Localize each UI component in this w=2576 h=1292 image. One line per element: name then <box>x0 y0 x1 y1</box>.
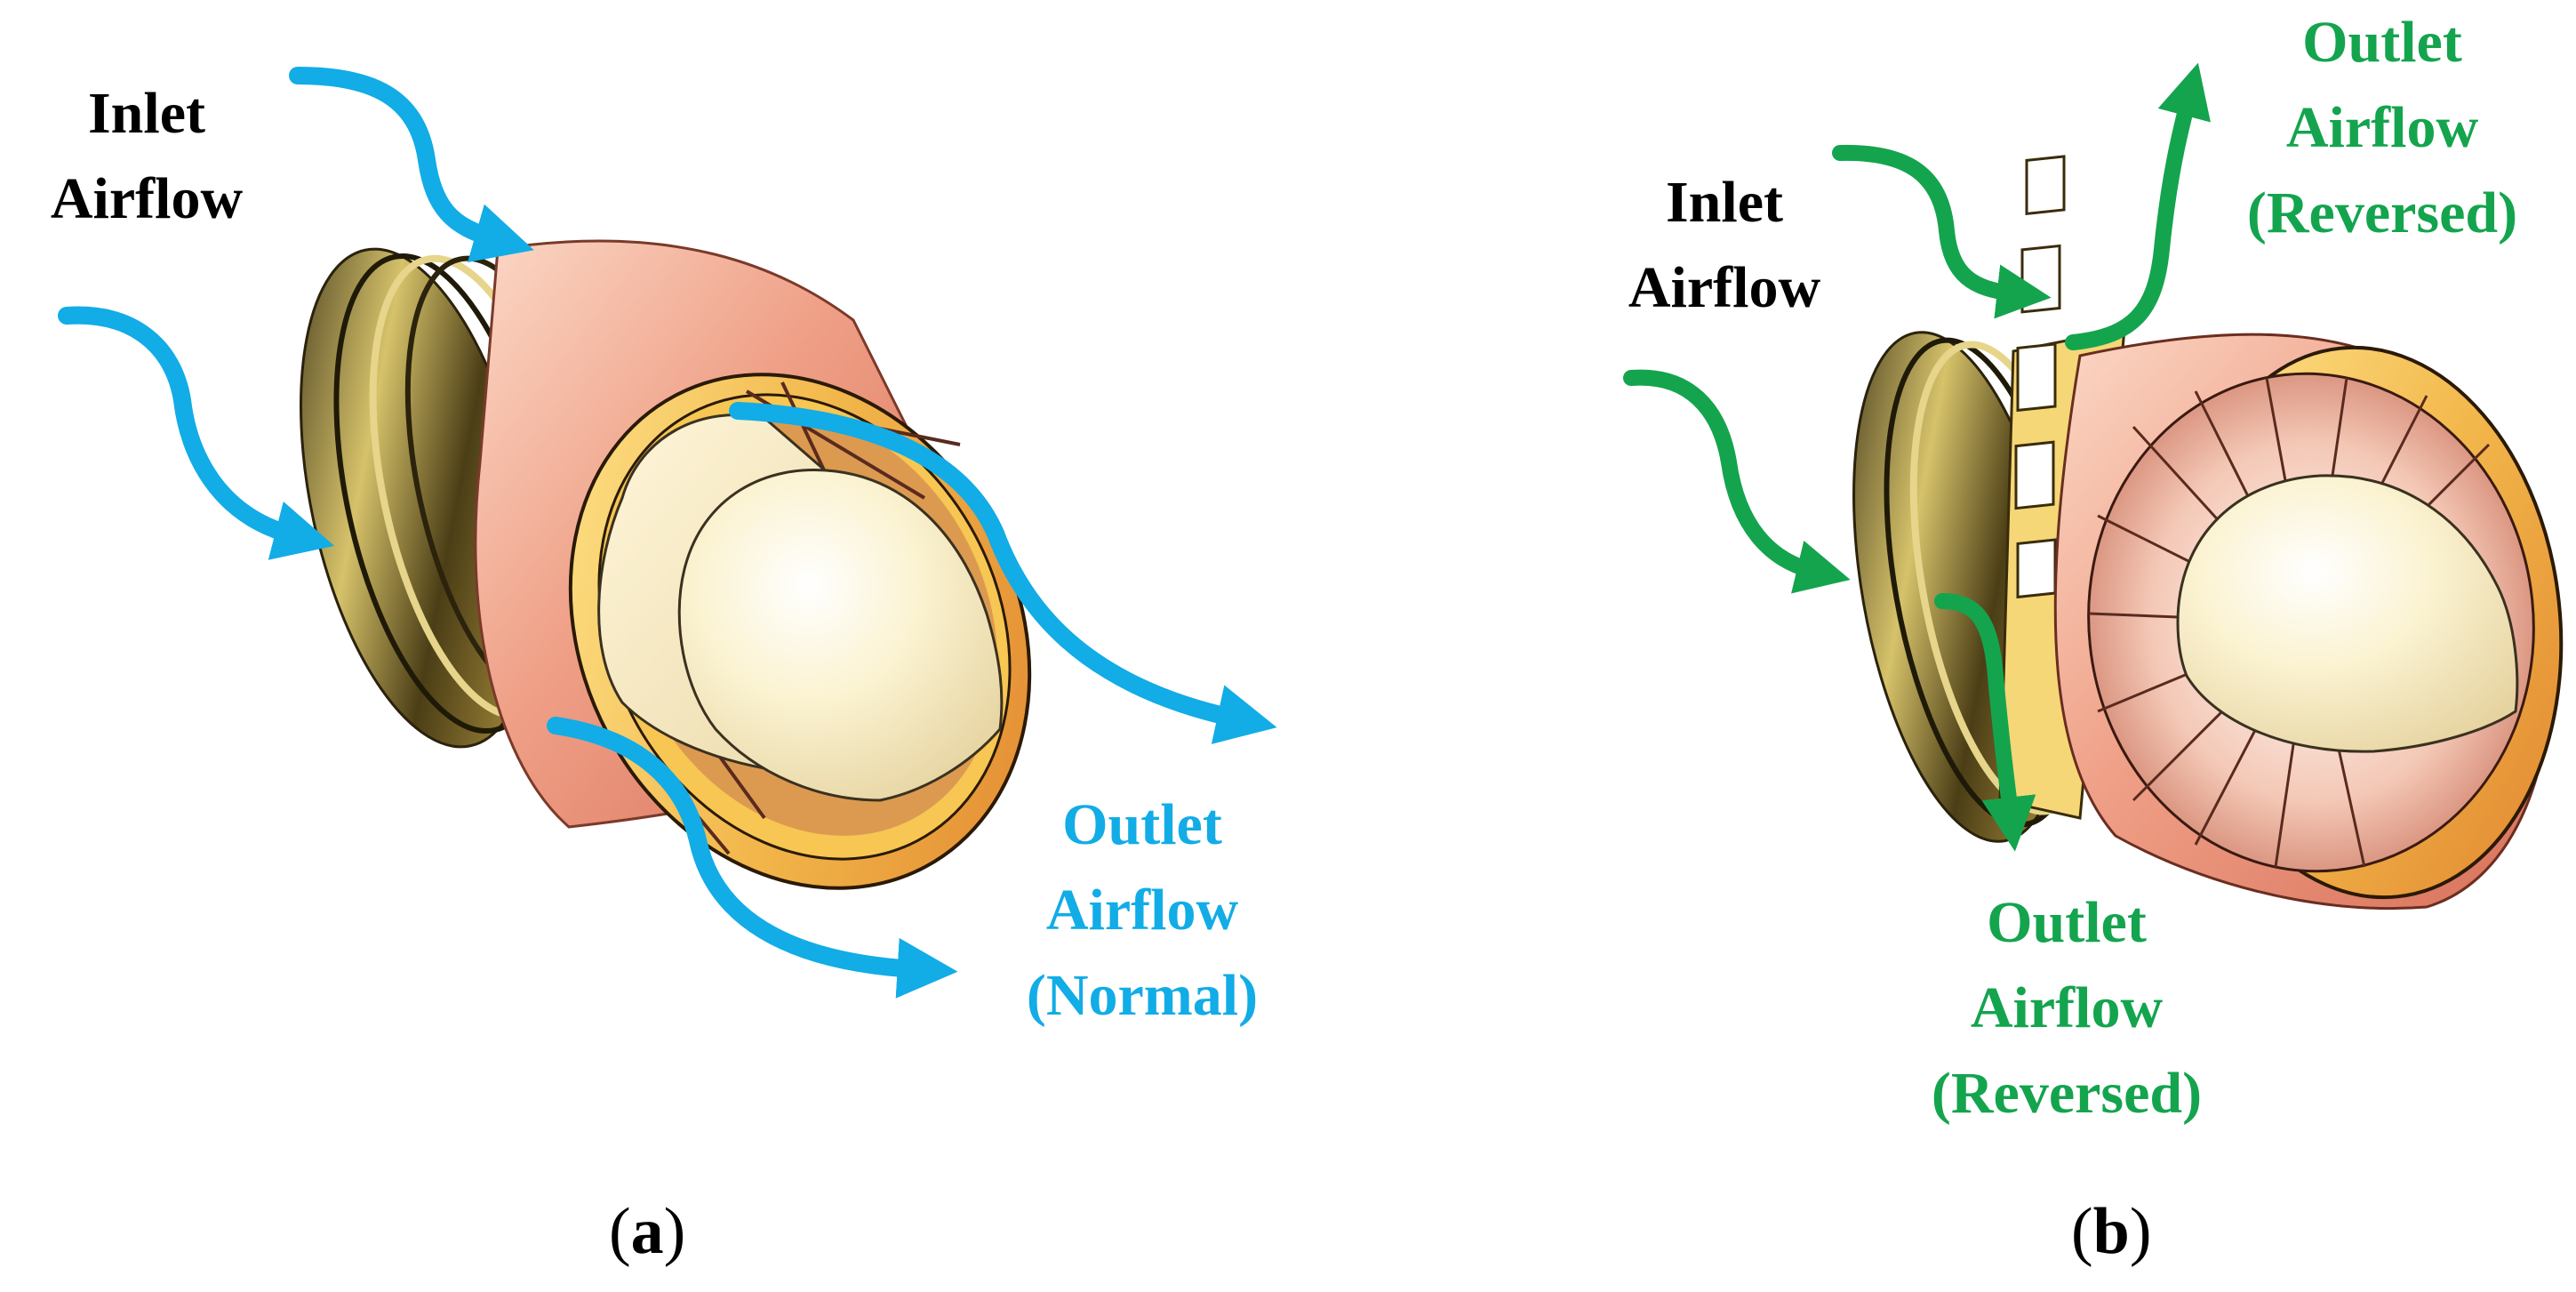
panel-a-outlet-arrow-lower <box>547 717 958 999</box>
panel-a-inlet-arrow-lower <box>58 306 335 560</box>
panel-b-inlet-arrows <box>1623 144 2052 594</box>
panel-b-inlet-arrow-upper <box>1832 144 2052 319</box>
panel-b-outlet-arrow-upper <box>2065 62 2211 350</box>
panel-a-caption-letter: a <box>630 1195 664 1268</box>
panel-b-outlet-top-label-line2: Airflow <box>2285 95 2479 160</box>
panel-b-outlet-bottom-label-line2: Airflow <box>1970 975 2164 1040</box>
panel-a-inlet-label-line2: Airflow <box>50 166 244 231</box>
panel-b-outlet-top-label: Outlet Airflow (Reversed) <box>2204 0 2560 256</box>
panel-a-outlet-label-line1: Outlet <box>1062 792 1222 857</box>
panel-a-nose-cone <box>677 469 1004 802</box>
panel-a-outlet-arrows <box>547 402 1277 999</box>
panel-a-inlet-label: Inlet Airflow <box>13 71 280 242</box>
panel-a-engine <box>300 239 1032 890</box>
panel-b-outlet-bottom-label-line1: Outlet <box>1987 890 2147 955</box>
panel-a-outlet-label: Outlet Airflow (Normal) <box>973 782 1311 1039</box>
panel-b-outlet-bottom-label-line3: (Reversed) <box>1931 1061 2203 1126</box>
panel-b-outlet-arrow-lower <box>1934 593 2036 852</box>
panel-a-inlet-label-line1: Inlet <box>88 81 205 146</box>
panel-a-outlet-label-line3: (Normal) <box>1026 963 1259 1028</box>
panel-b-inlet-label-line2: Airflow <box>1628 255 1821 320</box>
panel-b-outlet-top-label-line3: (Reversed) <box>2246 181 2518 245</box>
panel-b-engine <box>1852 155 2564 911</box>
panel-a-caption: (a) <box>609 1195 686 1268</box>
panel-a-outlet-arrow-upper <box>729 402 1277 744</box>
panel-a-inlet-arrow-upper <box>289 67 534 262</box>
panel-a-inlet-arrows <box>58 67 534 560</box>
panel-b-inlet-label: Inlet Airflow <box>1600 160 1849 331</box>
panel-b-nose-cone <box>2176 474 2519 753</box>
panel-b-caption: (b) <box>2071 1195 2152 1268</box>
panel-b-inlet-label-line1: Inlet <box>1666 170 1783 235</box>
panel-b-outlet-top-label-line1: Outlet <box>2302 10 2462 75</box>
panel-b-caption-letter: b <box>2092 1195 2130 1268</box>
panel-b-inlet-arrow-lower <box>1623 369 1851 594</box>
panel-b-outlet-arrows <box>1934 62 2211 852</box>
panel-a-outlet-label-line2: Airflow <box>1045 878 1239 943</box>
panel-b-outlet-bottom-label: Outlet Airflow (Reversed) <box>1889 880 2244 1136</box>
